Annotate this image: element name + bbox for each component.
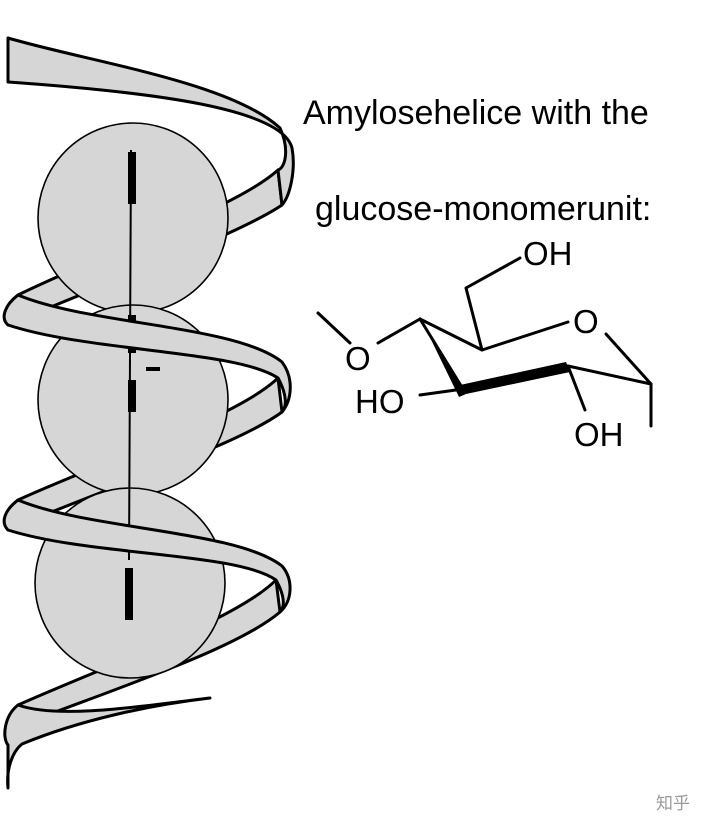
glucose-structure: OH O O HO OH xyxy=(316,235,653,453)
bond-c5-ch2 xyxy=(464,256,522,352)
helix-ribbon-front-tail xyxy=(3,696,212,790)
iodine-bar-4 xyxy=(146,367,160,371)
bond-c1-c2 xyxy=(566,364,653,386)
bond-c2-oh xyxy=(566,364,587,412)
iodine-bar-3 xyxy=(128,380,136,412)
label-ring-o: O xyxy=(573,303,599,340)
chain-axis-line xyxy=(128,149,132,561)
helix-front-ribbons xyxy=(2,36,295,790)
title-line-1: Amylosehelice with the xyxy=(303,94,649,132)
helix-ribbon-front-2 xyxy=(2,498,292,614)
bond-c4-c5 xyxy=(418,317,484,352)
bond-c3-c2-bold xyxy=(460,362,570,394)
iodine-bar-5 xyxy=(125,568,133,620)
bond-c3-wedge xyxy=(421,319,466,397)
label-link-o: O xyxy=(345,340,371,377)
glucose-sphere-top xyxy=(37,122,229,314)
label-ho-left: HO xyxy=(355,383,405,420)
bond-c3-ho xyxy=(418,387,465,397)
title-line-2: glucose-monomerunit: xyxy=(315,190,652,228)
bond-o-c1 xyxy=(604,332,653,386)
helix-ribbon-front-top xyxy=(6,36,295,207)
label-oh-top: OH xyxy=(523,235,573,272)
bond-c4-olink xyxy=(376,317,422,345)
label-oh-bottom: OH xyxy=(574,416,624,453)
helix-ribbon-front-1 xyxy=(2,293,292,414)
iodine-bar-1 xyxy=(128,152,136,204)
bond-olink-methyl xyxy=(316,311,352,345)
watermark: 知乎 xyxy=(656,794,690,814)
bond-c5-o xyxy=(480,320,570,352)
